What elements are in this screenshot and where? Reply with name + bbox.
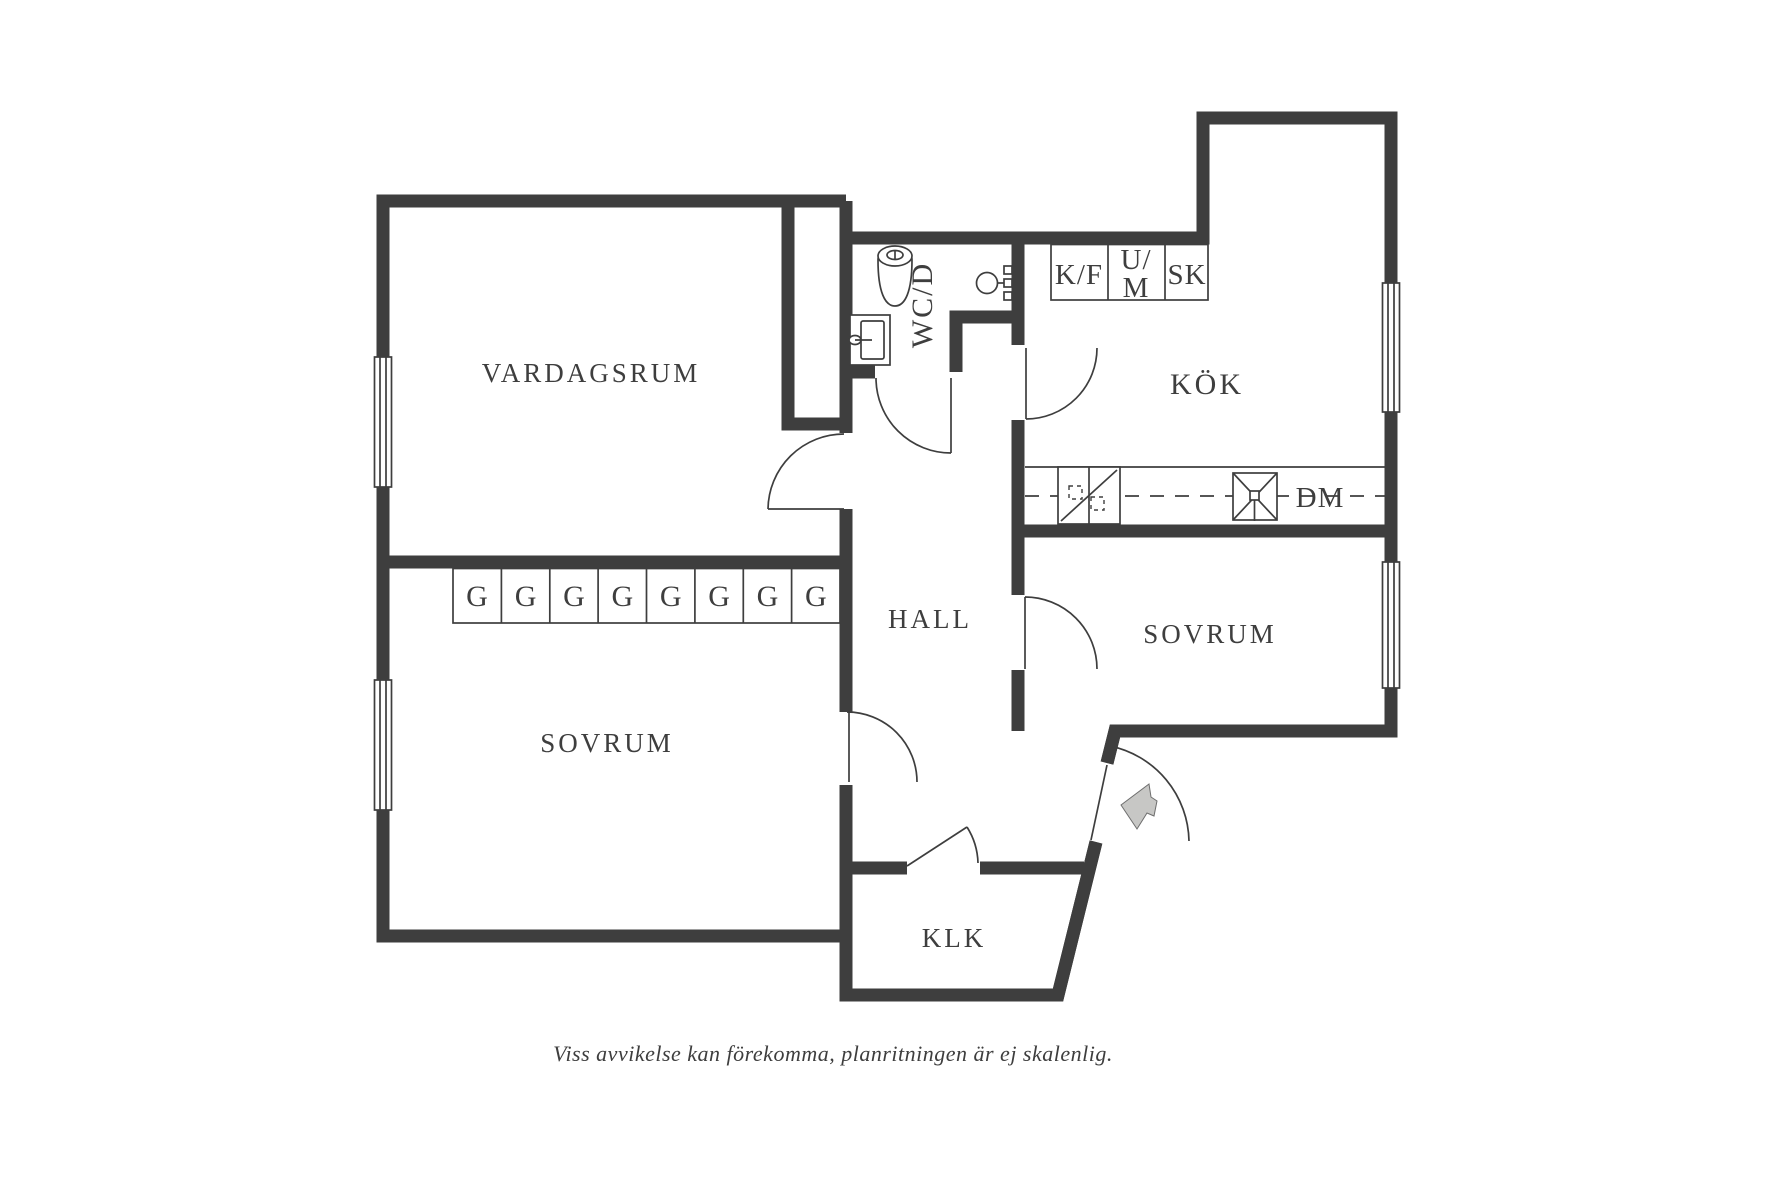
wardrobe-row xyxy=(452,567,841,624)
room-label-vardagsrum: VARDAGSRUM xyxy=(482,358,701,388)
room-label-hall: HALL xyxy=(888,604,972,634)
sink-icon xyxy=(848,314,891,366)
appliance-boxes xyxy=(1050,243,1209,301)
stove-icon xyxy=(1232,472,1278,521)
room-label-wcd: WC/D xyxy=(906,262,939,348)
door-swing-sovrum-left xyxy=(846,711,918,783)
appliance-label-sk: SK xyxy=(1167,259,1206,291)
room-label-klk: KLK xyxy=(922,923,987,953)
wardrobe-label: G xyxy=(611,580,633,613)
door-swing-wcd xyxy=(875,377,952,454)
room-label-sovrum-right: SOVRUM xyxy=(1143,619,1277,649)
kitchen-fixtures xyxy=(1025,243,1385,525)
door-swing-kok xyxy=(1025,347,1098,420)
door-swing-sovrum-right xyxy=(1024,596,1098,670)
labels: VARDAGSRUM SOVRUM HALL KÖK SOVRUM KLK WC… xyxy=(466,244,1345,1066)
bathroom-fixtures xyxy=(848,245,1013,366)
wardrobe-label: G xyxy=(563,580,585,613)
window-icon xyxy=(1381,561,1401,689)
window-icon xyxy=(1381,282,1401,413)
wardrobe-label: G xyxy=(757,580,779,613)
wardrobe-label: G xyxy=(515,580,537,613)
room-label-kok: KÖK xyxy=(1170,368,1244,401)
walls xyxy=(376,111,1398,1002)
window-icon xyxy=(373,356,393,488)
appliance-label-kf: K/F xyxy=(1055,259,1103,291)
room-label-sovrum-left: SOVRUM xyxy=(540,728,674,758)
entrance-arrow-icon xyxy=(1120,783,1158,830)
appliance-label-um-line1: U/ xyxy=(1121,244,1152,276)
wardrobe-label: G xyxy=(708,580,730,613)
doors xyxy=(767,347,1190,867)
door-swing-klk xyxy=(906,826,979,867)
door-swing-entry xyxy=(1090,745,1190,842)
appliance-label-dm: DM xyxy=(1296,482,1345,514)
disclaimer-caption: Viss avvikelse kan förekomma, planritnin… xyxy=(553,1041,1113,1066)
window-icon xyxy=(373,679,393,811)
door-swing-vardagsrum xyxy=(767,433,845,510)
appliance-label-um-line2: M xyxy=(1123,272,1150,304)
wardrobe-label: G xyxy=(466,580,488,613)
windows xyxy=(373,282,1401,811)
wardrobe-label: G xyxy=(660,580,682,613)
shower-icon xyxy=(975,265,1013,301)
kitchen-sink-icon xyxy=(1057,466,1121,525)
toilet-icon xyxy=(877,245,913,307)
wardrobe-label: G xyxy=(805,580,827,613)
